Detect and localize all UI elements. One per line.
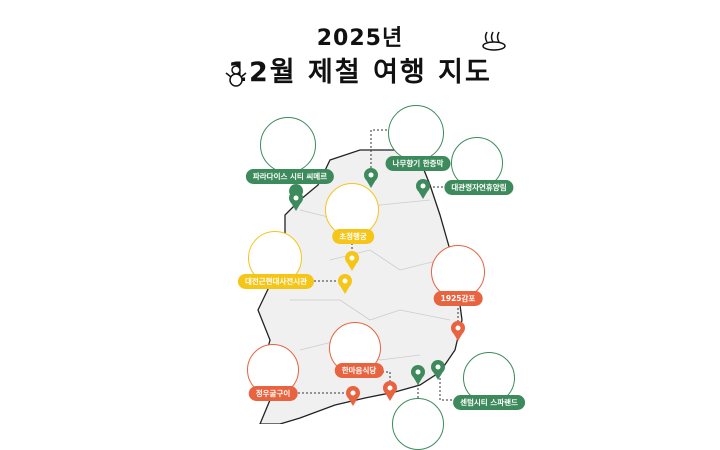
pin-icon[interactable] (451, 321, 465, 341)
hot-spring-icon (482, 31, 506, 51)
place-label[interactable]: 대전근현대사전시관 (237, 274, 315, 289)
pin-icon[interactable] (346, 386, 360, 406)
pin-icon[interactable] (364, 168, 378, 188)
pin-icon[interactable] (416, 179, 430, 199)
place-label[interactable]: 1925감포 (433, 291, 483, 306)
place-label[interactable]: 센텀시티 스파랜드 (453, 395, 525, 410)
pin-icon[interactable] (431, 360, 445, 380)
pin-icon[interactable] (411, 365, 425, 385)
pin-icon[interactable] (289, 184, 304, 211)
place-label[interactable]: 파라다이스 시티 씨메르 (245, 169, 335, 184)
title-year: 2025년 (316, 26, 404, 51)
place-label[interactable]: 나무향기 한증막 (385, 156, 451, 171)
pin-icon[interactable] (338, 274, 352, 294)
hanok-building-icon (388, 105, 444, 161)
page-title: 12월 제철 여행 지도 (228, 57, 492, 88)
place-label[interactable]: 정우굴구이 (248, 386, 298, 401)
place-label[interactable]: 초정행궁 (332, 229, 374, 244)
pin-icon[interactable] (383, 381, 397, 401)
coffee-cup-icon (431, 245, 485, 299)
place-label[interactable]: 대관령자연휴양림 (444, 180, 514, 195)
snowman-icon (225, 65, 247, 87)
pin-icon[interactable] (345, 251, 359, 271)
king-icon (325, 183, 379, 237)
map-pins (289, 168, 465, 406)
place-label[interactable]: 한마음식당 (334, 363, 384, 378)
